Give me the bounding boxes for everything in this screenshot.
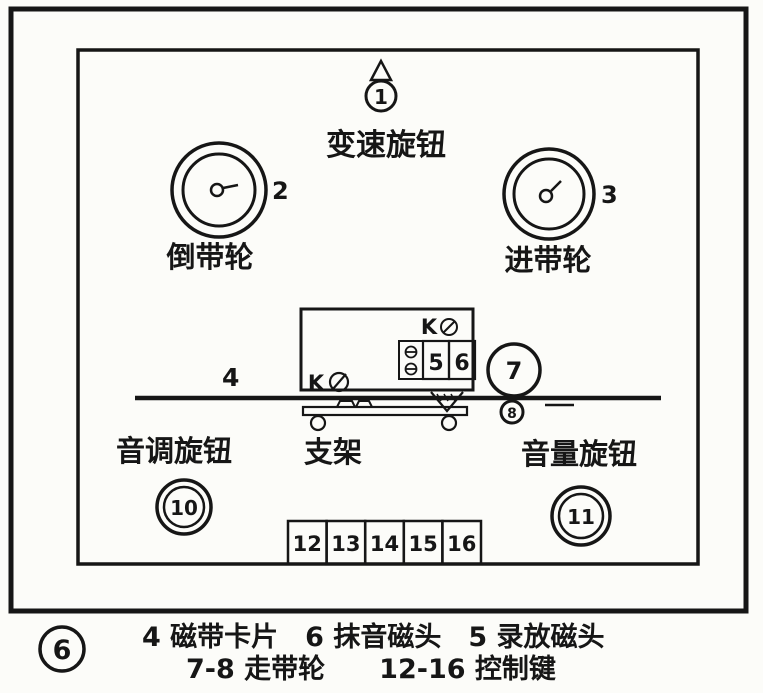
feed-reel-hub-handle-icon [550, 180, 562, 192]
rewind-reel: 2 倒带轮 [165, 141, 289, 274]
bracket-wheel-left-icon [309, 414, 327, 432]
k-mark-top-slash-icon [442, 320, 456, 334]
k-mark-top-slash-circle-icon [440, 318, 458, 336]
rewind-reel-outer-circle [170, 141, 268, 239]
tone-knob-label: 音调旋钮 [116, 434, 232, 468]
tone-knob-inner-circle [162, 485, 206, 529]
speed-knob-number: 1 [374, 85, 388, 109]
capstan-circle [486, 342, 542, 398]
head-6-box [447, 339, 477, 381]
bracket: 支架 [301, 400, 469, 469]
k-mark-top-label: K [421, 315, 438, 339]
control-keys: 12 13 14 15 16 [286, 519, 483, 566]
tone-knob-number: 10 [170, 496, 198, 520]
rewind-reel-hub-handle-icon [222, 183, 239, 190]
tone-knob-outer-circle [155, 478, 213, 536]
tape-guide-v [430, 391, 464, 413]
speed-knob-label: 变速旋钮 [326, 128, 446, 163]
feed-reel-label: 进带轮 [504, 243, 591, 277]
rewind-reel-label: 倒带轮 [165, 240, 253, 274]
head-assembly: K 5 6 K [299, 307, 477, 395]
v-guide-hatch-icon [443, 393, 449, 402]
v-guide-outline-icon [430, 391, 464, 413]
head-5-number: 5 [428, 351, 443, 376]
legend-line-1: 4 磁带卡片 6 抹音磁头 5 录放磁头 [142, 621, 605, 653]
head-6-number: 6 [454, 351, 469, 376]
k-mark-left-slash-icon [332, 373, 347, 390]
control-key-16-number: 16 [447, 532, 476, 556]
rewind-reel-hub-icon [209, 182, 225, 198]
v-guide-hatch-icon [450, 393, 456, 402]
feed-reel-outer-circle [502, 147, 596, 241]
legend-line-2: 7-8 走带轮 12-16 控制键 [186, 653, 556, 685]
outer-frame [8, 6, 749, 614]
bracket-bump-icon [336, 400, 356, 408]
figure-number-badge: 6 [38, 625, 86, 673]
figure-number-circle [38, 625, 86, 673]
speed-knob-pointer-icon [368, 58, 394, 82]
v-guide-hatch-icon [436, 393, 442, 402]
bracket-label: 支架 [304, 435, 362, 469]
feed-reel-inner-circle [512, 157, 586, 231]
volume-knob-label: 音量旋钮 [521, 437, 637, 471]
pinch-roller-circle [499, 399, 525, 425]
feed-reel-hub-icon [538, 188, 554, 204]
feed-reel-number: 3 [601, 181, 618, 209]
volume-knob-inner-circle [557, 492, 605, 540]
control-key-15-number: 15 [408, 532, 437, 556]
bracket-bump-icon [355, 400, 373, 408]
speed-knob-circle [364, 79, 398, 113]
pinch-roller-number: 8 [507, 406, 517, 422]
volume-knob: 音量旋钮 11 [521, 437, 637, 547]
speed-knob: 1 变速旋钮 [326, 58, 446, 163]
control-key-14-number: 14 [370, 532, 399, 556]
volume-knob-number: 11 [567, 505, 595, 529]
bracket-wheel-right-icon [440, 414, 458, 432]
control-key-13-number: 13 [331, 532, 360, 556]
control-key-16-box [441, 519, 483, 566]
head-assembly-box [299, 307, 475, 392]
tone-knob: 音调旋钮 10 [116, 434, 232, 536]
tape-number: 4 [222, 363, 239, 392]
rewind-reel-inner-circle [181, 152, 257, 228]
k-mark-left-slash-circle-icon [328, 371, 350, 393]
figure-number: 6 [53, 635, 72, 666]
bracket-bar [301, 405, 469, 417]
rewind-reel-number: 2 [272, 177, 289, 205]
k-mark-left-label: K [308, 371, 325, 395]
feed-reel: 3 进带轮 [502, 147, 618, 277]
capstan-number: 7 [506, 357, 523, 385]
volume-knob-outer-circle [550, 485, 612, 547]
control-key-12-number: 12 [293, 532, 322, 556]
